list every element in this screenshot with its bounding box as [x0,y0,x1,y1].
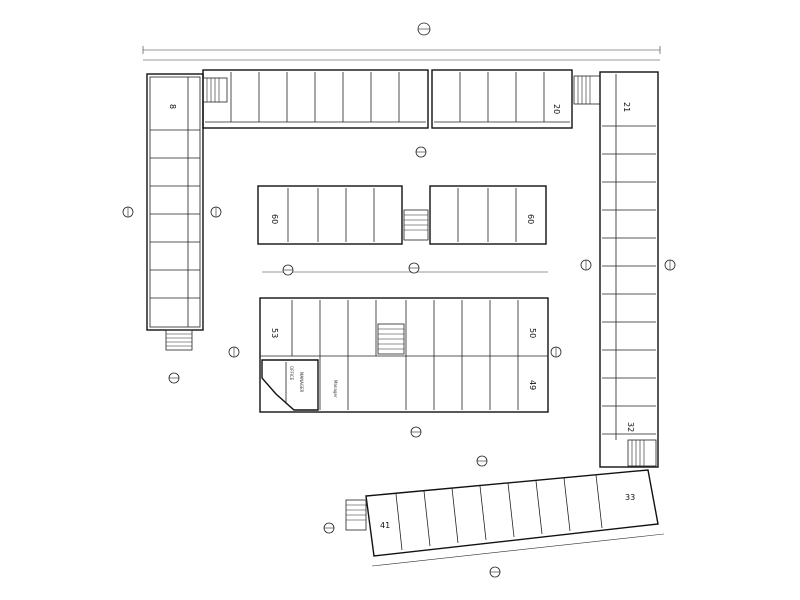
grid-bubble-north-inner [415,146,427,158]
grid-bubble-south-left [323,522,335,534]
room-label-center-top-right: 60 [526,214,535,224]
grid-bubble-center [408,262,420,274]
room-label-south-right: 33 [625,493,635,502]
room-label-center-top-left: 60 [270,214,279,224]
grid-bubble-west-bottom [168,372,180,384]
grid-bubble-center-bottom [410,426,422,438]
grid-bubble-east-side [664,259,676,271]
room-label-north-right: 20 [552,104,561,114]
center-bottom-block: 53 50 49 Manager [259,297,549,413]
manager-label: MANAGER [299,372,304,392]
grid-bubble-top [417,22,431,36]
grid-bubble-south-bottom [489,566,501,578]
room-label-storage: Manager [333,380,338,398]
south-stair [345,499,367,531]
west-wing: 8 [146,73,204,331]
northwest-stair [202,77,228,103]
center-top-block: 60 60 [257,185,547,245]
center-bottom-stair [377,323,405,355]
room-label-west-top: 8 [168,104,177,109]
south-wing: 41 33 [365,469,659,557]
room-label-center-bottom-left: 53 [270,328,279,338]
room-label-east-top: 21 [622,102,631,112]
west-stair [165,329,193,351]
office-label: OFFICE [289,366,294,381]
grid-bubble-east-inner [580,259,592,271]
center-top-stair [403,209,429,241]
top-dimension-line [142,46,661,61]
east-wing: 21 32 [599,71,659,468]
grid-bubble-center-left [282,264,294,276]
grid-bubble-south-top [476,455,488,467]
room-label-south-left: 41 [380,521,390,530]
southeast-stair [627,439,657,467]
grid-bubble-west-side [122,206,134,218]
grid-bubble-center-bottom-right [550,346,562,358]
room-label-center-bottom-right2: 49 [528,380,537,390]
south-dimension-line [371,533,665,567]
north-wing: 20 [202,69,573,129]
northeast-stair [573,75,601,105]
room-label-east-bottom: 32 [626,422,635,432]
room-label-center-bottom-right: 50 [528,328,537,338]
office-annex: OFFICE MANAGER [261,359,319,411]
grid-bubble-west-inner [210,206,222,218]
grid-bubble-center-bottom-left [228,346,240,358]
